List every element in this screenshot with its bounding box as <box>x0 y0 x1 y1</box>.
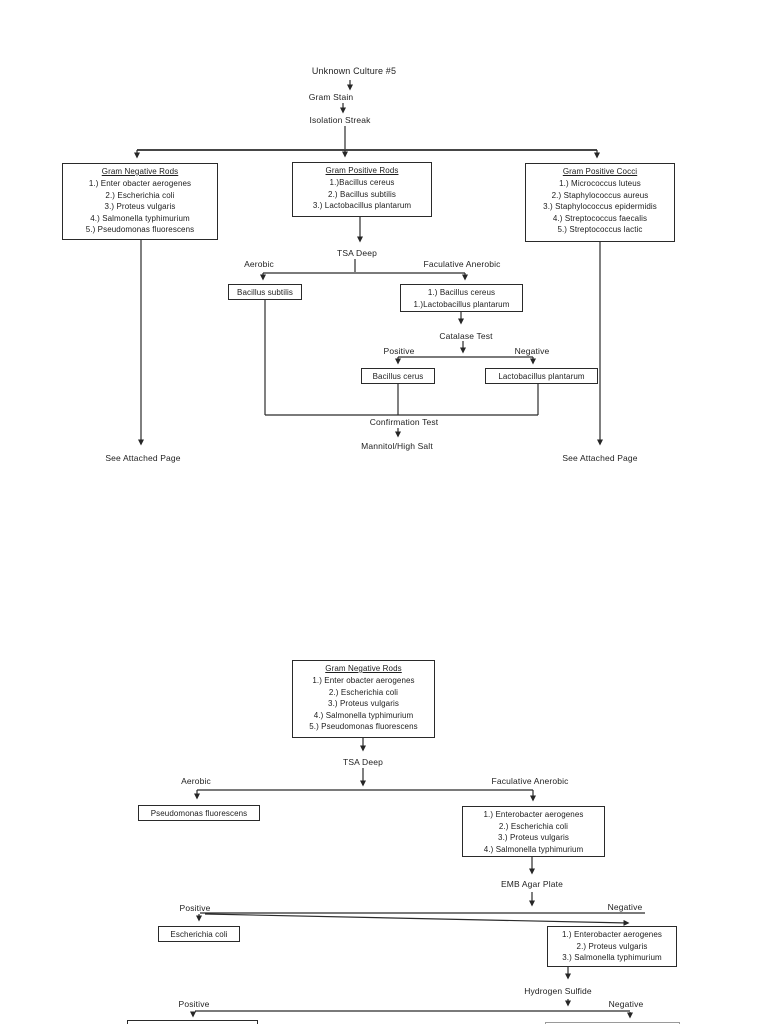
box-text: Escherichia coli <box>170 929 228 939</box>
box-text: Pseudomonas fluorescens <box>150 808 248 818</box>
box-bacillus-subtilis: Bacillus subtilis <box>228 284 302 300</box>
list-item: 5.) Pseudomonas fluorescens <box>309 722 418 732</box>
list-item: 2.) Staphylococcus aureus <box>551 190 649 200</box>
list-item: 1.) Enter obacter aerogenes <box>312 676 415 685</box>
box-cereus-plantarum-group: 1.) Bacillus cereus 1.)Lactobacillus pla… <box>400 284 523 312</box>
box-title: Gram Negative Rods <box>325 664 402 673</box>
list-item: 3.) Proteus vulgaris <box>104 202 176 212</box>
list-item: 3.) Lactobacillus plantarum <box>312 201 412 211</box>
node-catalase-test: Catalase Test <box>439 331 493 341</box>
branch-emb-positive: Positive <box>179 903 211 913</box>
box-gram-negative-rods-top: Gram Negative Rods 1.) Enter obacter aer… <box>62 163 218 240</box>
list-item: 1.) Bacillus cereus <box>427 288 496 297</box>
branch-aerobic-2: Aerobic <box>181 776 211 786</box>
list-item: 4.) Salmonella typhimurium <box>483 844 584 854</box>
list-item: 2.) Escherichia coli <box>105 190 175 200</box>
branch-h2s-positive: Positive <box>178 999 210 1009</box>
box-text: Bacillus subtilis <box>237 287 293 297</box>
box-emb-negative-group: 1.) Enterobacter aerogenes 2.) Proteus v… <box>547 926 677 967</box>
list-item: 2.) Escherichia coli <box>498 821 569 831</box>
node-hydrogen-sulfide: Hydrogen Sulfide <box>524 986 592 996</box>
list-item: 1.) Enterobacter aerogenes <box>483 810 584 819</box>
branch-aerobic-1: Aerobic <box>244 259 274 269</box>
box-bacillus-cerus: Bacillus cerus <box>361 368 435 384</box>
node-isolation-streak: Isolation Streak <box>309 115 371 125</box>
list-item: 5.) Pseudomonas fluorescens <box>85 225 195 235</box>
box-gram-positive-cocci: Gram Positive Cocci 1.) Micrococcus lute… <box>525 163 675 242</box>
list-item: 2.) Proteus vulgaris <box>576 941 648 951</box>
node-mannitol-high-salt: Mannitol/High Salt <box>361 441 433 451</box>
note-see-attached-left: See Attached Page <box>105 453 181 463</box>
list-item: 2.) Bacillus subtilis <box>328 189 396 199</box>
list-item: 4.) Salmonella typhimurium <box>90 213 190 223</box>
node-tsa-deep-1: TSA Deep <box>337 248 377 258</box>
list-item: 1.)Bacillus cereus <box>329 178 395 187</box>
box-gram-negative-rods-bottom: Gram Negative Rods 1.) Enter obacter aer… <box>292 660 435 738</box>
box-h2s-negative-cutoff <box>545 1022 680 1024</box>
branch-h2s-negative: Negative <box>608 999 644 1009</box>
branch-catalase-negative: Negative <box>514 346 550 356</box>
list-item: 1.) Enterobacter aerogenes <box>562 930 662 939</box>
node-tsa-deep-2: TSA Deep <box>343 757 383 767</box>
list-item: 1.) Enter obacter aerogenes <box>88 179 192 188</box>
box-faculative-group: 1.) Enterobacter aerogenes 2.) Escherich… <box>462 806 605 857</box>
chart2-connectors <box>190 738 645 1019</box>
note-see-attached-right: See Attached Page <box>562 453 638 463</box>
list-item: 3.) Proteus vulgaris <box>498 833 569 843</box>
box-title: Gram Negative Rods <box>101 167 179 176</box>
list-item: 1.) Micrococcus luteus <box>559 179 641 188</box>
list-item: 3.) Proteus vulgaris <box>328 699 399 709</box>
box-title: Gram Positive Rods <box>325 166 399 175</box>
box-title: Gram Positive Cocci <box>562 167 638 176</box>
list-item: 4.) Streptococcus faecalis <box>552 213 648 223</box>
node-gram-stain: Gram Stain <box>308 92 354 102</box>
list-item: 4.) Salmonella typhimurium <box>313 710 414 720</box>
box-text: Bacillus cerus <box>372 371 424 381</box>
box-h2s-positive-cutoff <box>127 1020 258 1024</box>
branch-faculative-anerobic-2: Faculative Anerobic <box>491 776 569 786</box>
list-item: 3.) Salmonella typhimurium <box>562 953 662 963</box>
chart1-connectors <box>134 80 603 446</box>
branch-catalase-positive: Positive <box>383 346 415 356</box>
branch-emb-negative: Negative <box>607 902 643 912</box>
node-emb-agar-plate: EMB Agar Plate <box>500 879 564 889</box>
list-item: 2.) Escherichia coli <box>328 687 399 697</box>
branch-faculative-anerobic-1: Faculative Anerobic <box>423 259 501 269</box>
box-escherichia-coli: Escherichia coli <box>158 926 240 942</box>
list-item: 5.) Streptococcus lactic <box>557 225 643 235</box>
list-item: 1.)Lactobacillus plantarum <box>413 299 510 309</box>
box-text: Lactobacillus plantarum <box>498 371 585 381</box>
list-item: 3.) Staphylococcus epidermidis <box>543 202 657 212</box>
box-gram-positive-rods: Gram Positive Rods 1.)Bacillus cereus 2.… <box>292 162 432 217</box>
box-lactobacillus-plantarum: Lactobacillus plantarum <box>485 368 598 384</box>
node-confirmation-test: Confirmation Test <box>369 417 439 427</box>
box-pseudomonas-fluorescens: Pseudomonas fluorescens <box>138 805 260 821</box>
node-unknown-culture: Unknown Culture #5 <box>311 66 397 76</box>
